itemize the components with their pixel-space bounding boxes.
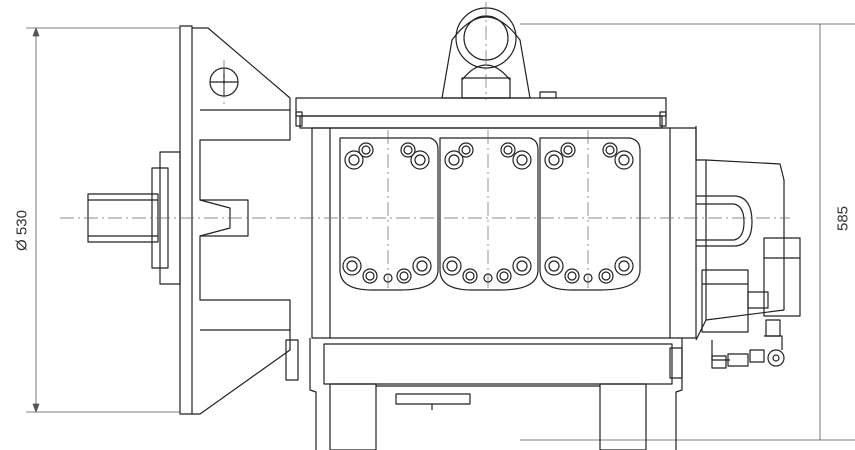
pump-base [285, 338, 683, 450]
electrical-box [701, 237, 801, 333]
flange-housing [179, 25, 291, 415]
pipe-fittings [711, 319, 785, 369]
dimension-lines [26, 23, 855, 441]
valve-housing [695, 126, 785, 341]
center-lines [60, 2, 790, 290]
cylinder-cover-1 [339, 137, 439, 291]
lifting-eye [441, 7, 557, 99]
cylinder-cover-2 [439, 137, 539, 291]
pump-body [295, 97, 697, 339]
diameter-dimension-label: Ø 530 [13, 210, 31, 251]
cylinder-cover-3 [539, 137, 641, 291]
height-dimension-label: 585 [834, 205, 852, 232]
